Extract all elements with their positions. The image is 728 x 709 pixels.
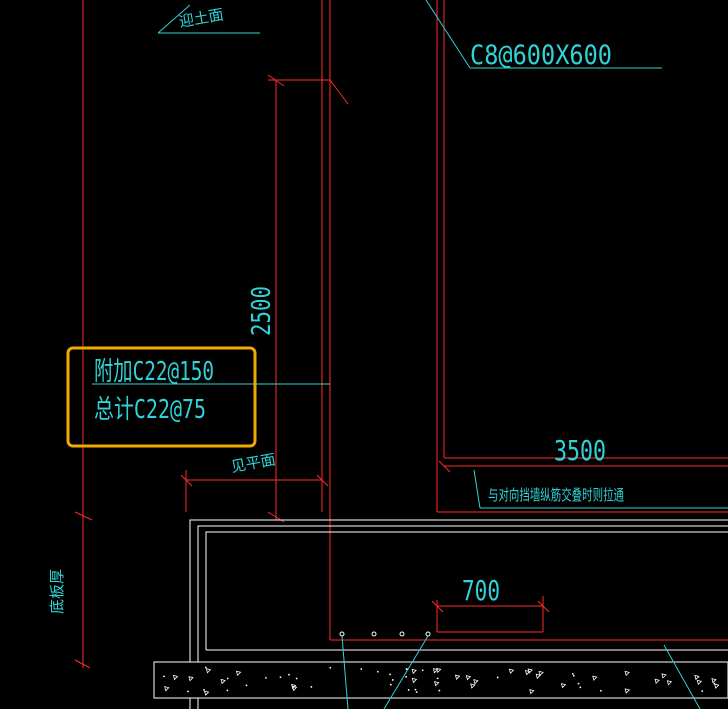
hatch-triangle xyxy=(560,683,567,689)
hatch-triangle xyxy=(661,673,667,679)
leader-lines xyxy=(92,0,728,709)
added-rebar-label: 附加C22@150 xyxy=(94,357,214,387)
hatch-dot xyxy=(571,673,574,675)
hatch-triangle xyxy=(696,679,703,686)
hatch-triangle xyxy=(654,678,660,685)
hatch-dot xyxy=(701,690,704,692)
hatch-dot xyxy=(438,689,441,692)
hatch-dot xyxy=(226,689,229,692)
hatch-triangle xyxy=(538,670,544,677)
hatch-triangle xyxy=(666,680,673,686)
hatch-triangle xyxy=(470,683,476,689)
hatch-dot xyxy=(163,675,165,678)
wall-outline xyxy=(74,0,728,669)
bottom-side-label: 底板厚 xyxy=(48,569,66,614)
mesh-spec-label: C8@600X600 xyxy=(470,40,612,71)
hatch-triangle xyxy=(434,681,440,687)
hatch-triangle xyxy=(711,678,717,684)
hatch-dot xyxy=(360,668,363,670)
slab-outline xyxy=(189,519,728,709)
hatch-dot xyxy=(295,677,298,680)
dimension-3500 xyxy=(438,460,728,473)
lap-note-label: 与对向挡墙纵筋交叠时则拉通 xyxy=(488,486,624,504)
hatch-dot xyxy=(577,682,580,685)
hatch-dot xyxy=(414,688,417,691)
dim-700-label: 700 xyxy=(462,574,500,607)
hatch-triangle xyxy=(432,668,439,674)
hatch-dot xyxy=(310,686,313,688)
hatch-triangle xyxy=(473,679,479,685)
hatch-dot xyxy=(421,669,424,672)
hatch-triangle xyxy=(235,670,242,677)
hatch-dot xyxy=(329,666,332,669)
hatch-dot xyxy=(389,673,391,676)
hatch-triangle xyxy=(220,678,226,685)
hatch-triangle xyxy=(592,675,598,681)
hatch-triangle xyxy=(164,686,170,692)
rebar-dots xyxy=(339,631,431,637)
hatch-dot xyxy=(436,677,439,680)
hatch-dot xyxy=(187,690,189,693)
hatch-triangle xyxy=(292,685,298,692)
hatch-dot xyxy=(245,684,248,687)
hatch-dot xyxy=(288,673,290,676)
hatch-triangle xyxy=(188,676,194,682)
hatch-dot xyxy=(405,675,408,678)
hatch-dot xyxy=(599,689,602,692)
hatch-dot xyxy=(391,679,394,681)
hatch-triangle xyxy=(204,690,210,696)
hatch-triangle xyxy=(535,673,542,680)
hatch-triangle xyxy=(465,675,472,681)
hatch-dot xyxy=(407,689,410,691)
hatch-dot xyxy=(226,677,229,680)
hatch-triangle xyxy=(411,668,417,675)
hatch-dot xyxy=(265,677,267,679)
hatch-dot xyxy=(572,674,575,677)
hatch-triangle xyxy=(529,689,535,695)
dimension-water-face xyxy=(180,470,329,512)
hatch-dot xyxy=(579,686,582,689)
hatch-triangle xyxy=(624,670,630,677)
hatch-dot xyxy=(496,676,499,679)
hatch-dot xyxy=(204,666,207,669)
total-rebar-label: 总计C22@75 xyxy=(94,395,206,425)
hatch-triangle xyxy=(508,668,515,675)
highlight-box xyxy=(66,346,257,448)
hatch-dot xyxy=(203,688,205,691)
dim-2500-label: 2500 xyxy=(247,286,277,336)
dim-3500-label: 3500 xyxy=(554,434,606,467)
hatch-dot xyxy=(415,691,418,694)
hatch-triangle xyxy=(624,688,630,694)
hatch-dot xyxy=(279,676,282,679)
hatch-triangle xyxy=(454,674,461,680)
water-face-label: 见平面 xyxy=(230,450,277,476)
hatch-triangle xyxy=(525,669,531,676)
hatch-triangle xyxy=(714,683,720,689)
concrete-cushion xyxy=(153,661,728,699)
hatch-triangle xyxy=(694,674,700,681)
hatch-dot xyxy=(376,670,379,673)
hatch-dot xyxy=(389,683,392,686)
hatch-dot xyxy=(405,668,408,670)
dimension-2500 xyxy=(267,74,349,523)
dimension-700 xyxy=(431,596,550,633)
hatch-triangle xyxy=(205,668,212,674)
hatch-triangle xyxy=(172,674,179,681)
hatch-triangle xyxy=(411,677,418,684)
